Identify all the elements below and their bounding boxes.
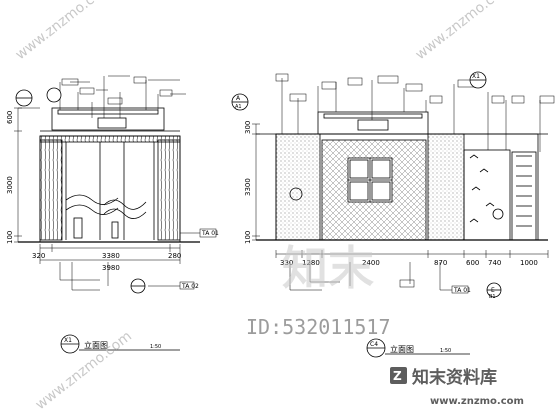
left-height-dim-3: 100 xyxy=(6,231,14,244)
left-height-dim-2: 3000 xyxy=(6,176,14,194)
right-width-dim-3: 2400 xyxy=(362,259,380,267)
right-width-dim-1: 330 xyxy=(280,259,293,267)
watermark-diag-top-left: www.znzmo.com xyxy=(13,0,115,63)
left-bottom-tag: TA 02 xyxy=(181,283,199,290)
right-width-dim-5: 600 xyxy=(466,259,479,267)
right-callout-a: A xyxy=(236,95,241,102)
right-elevation xyxy=(256,111,548,241)
left-drawing-title: 立面图 xyxy=(84,340,108,350)
left-drawing-scale: 1:50 xyxy=(150,344,161,350)
right-bottom-tag: TA 01 xyxy=(453,287,471,294)
right-width-dim-6: 740 xyxy=(488,259,501,267)
right-height-dim-3: 100 xyxy=(244,231,252,244)
watermark-diag-top-right: www.znzmo.com xyxy=(413,0,515,63)
right-callout-e: E xyxy=(491,287,495,294)
left-side-tag: TA 01 xyxy=(201,230,219,237)
right-callout-id: C4 xyxy=(370,341,378,348)
brand-logo-glyph: Z xyxy=(393,369,402,383)
brand-logo-box xyxy=(390,367,407,384)
left-width-dim-3: 280 xyxy=(168,252,181,260)
left-width-dim-1: 320 xyxy=(32,252,45,260)
left-width-dim-2: 3380 xyxy=(102,252,120,260)
right-drawing-title: 立面图 xyxy=(390,344,414,354)
watermark-id: ID:532011517 xyxy=(246,315,391,339)
right-drawing-scale: 1:50 xyxy=(440,348,451,354)
left-markers xyxy=(15,87,180,354)
left-total-width: 3980 xyxy=(102,264,120,272)
right-width-dim-4: 870 xyxy=(434,259,447,267)
left-callout-id: X1 xyxy=(64,337,72,344)
right-callout-x1: X1 xyxy=(472,73,480,80)
right-height-dim-2: 3300 xyxy=(244,178,252,196)
right-width-dim-2: 1280 xyxy=(302,259,320,267)
left-height-dim-1: 600 xyxy=(6,111,14,124)
watermark-brand-cn: 知末资料库 xyxy=(411,367,497,388)
watermark-brand-url: www.znzmo.com xyxy=(430,396,524,407)
right-width-dim-7: 1000 xyxy=(520,259,538,267)
left-top-leaders xyxy=(59,75,186,118)
right-top-leaders xyxy=(275,73,555,152)
right-height-dim-1: 300 xyxy=(244,121,252,134)
watermark-center-logo: 知末 xyxy=(282,241,374,295)
left-dimensions xyxy=(14,107,217,291)
right-dimensions xyxy=(252,123,549,294)
right-markers xyxy=(231,71,502,358)
right-callout-b1: B1 xyxy=(489,294,496,300)
left-elevation xyxy=(18,107,200,243)
right-callout-a1: A1 xyxy=(235,104,242,110)
